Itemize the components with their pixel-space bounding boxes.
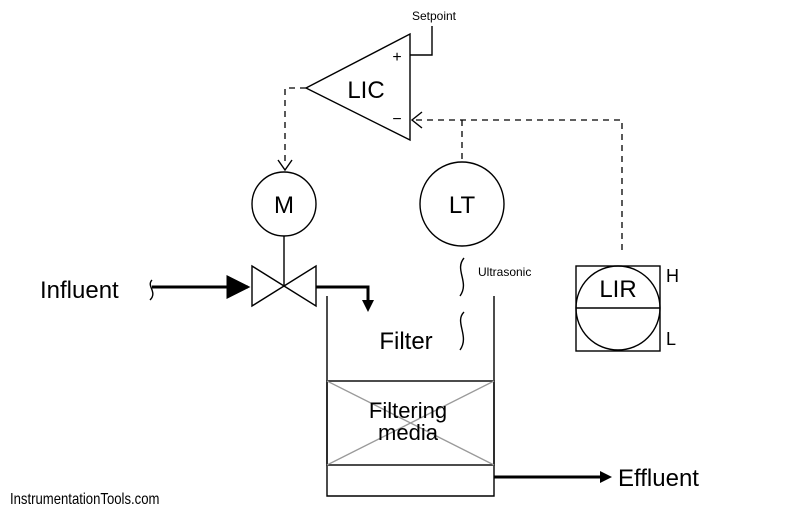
pipe-break-icon: [149, 279, 154, 301]
effluent-label: Effluent: [618, 465, 699, 492]
lir-feedback-line: [414, 119, 623, 250]
ultrasonic-wave-lower: [459, 311, 465, 351]
ultrasonic-wave-upper: [459, 257, 465, 297]
filter-vessel-walls: [326, 296, 495, 497]
setpoint-input: Setpoint: [410, 9, 457, 56]
watermark-text: InstrumentationTools.com: [10, 491, 159, 508]
setpoint-label: Setpoint: [412, 9, 457, 23]
lt-label: LT: [449, 192, 476, 219]
lic-label: LIC: [347, 77, 384, 104]
control-valve-body: [251, 264, 317, 308]
filtering-media-label-line2: media: [378, 420, 439, 445]
influent-pipe: Influent: [40, 275, 374, 312]
level-transmitter: LT Ultrasonic: [419, 161, 531, 351]
valve-outlet-pipe: [316, 285, 370, 302]
filter-label: Filter: [379, 328, 432, 355]
plus-input-label: +: [392, 49, 401, 66]
minus-input-label: −: [392, 111, 401, 128]
outlet-down-arrowhead: [362, 300, 374, 312]
motor-label: M: [274, 192, 294, 219]
filtering-media-box: [326, 380, 495, 466]
ultrasonic-label: Ultrasonic: [478, 265, 531, 279]
media-cross-line-2: [326, 380, 495, 466]
lt-circle: [419, 161, 505, 247]
setpoint-line: [410, 26, 433, 56]
filtering-media-label-line1: Filtering: [369, 398, 447, 423]
motor-actuator: M: [251, 171, 317, 286]
lir-label: LIR: [599, 276, 636, 303]
effluent-arrowhead: [600, 471, 612, 483]
feedback-arrowhead: [410, 111, 423, 129]
lic-triangle-shape: [304, 32, 411, 142]
influent-label: Influent: [40, 277, 119, 304]
level-indicator-recorder: LIR H L: [575, 265, 679, 352]
lir-low-label: L: [666, 329, 676, 349]
motor-signal-arrowhead: [277, 159, 293, 172]
lic-output-signal-line: [284, 87, 306, 166]
effluent-pipe: Effluent: [494, 465, 699, 492]
filter-vessel: Filter Filtering media: [326, 296, 495, 497]
lir-high-label: H: [666, 266, 679, 286]
lic-controller: LIC + −: [304, 32, 411, 142]
